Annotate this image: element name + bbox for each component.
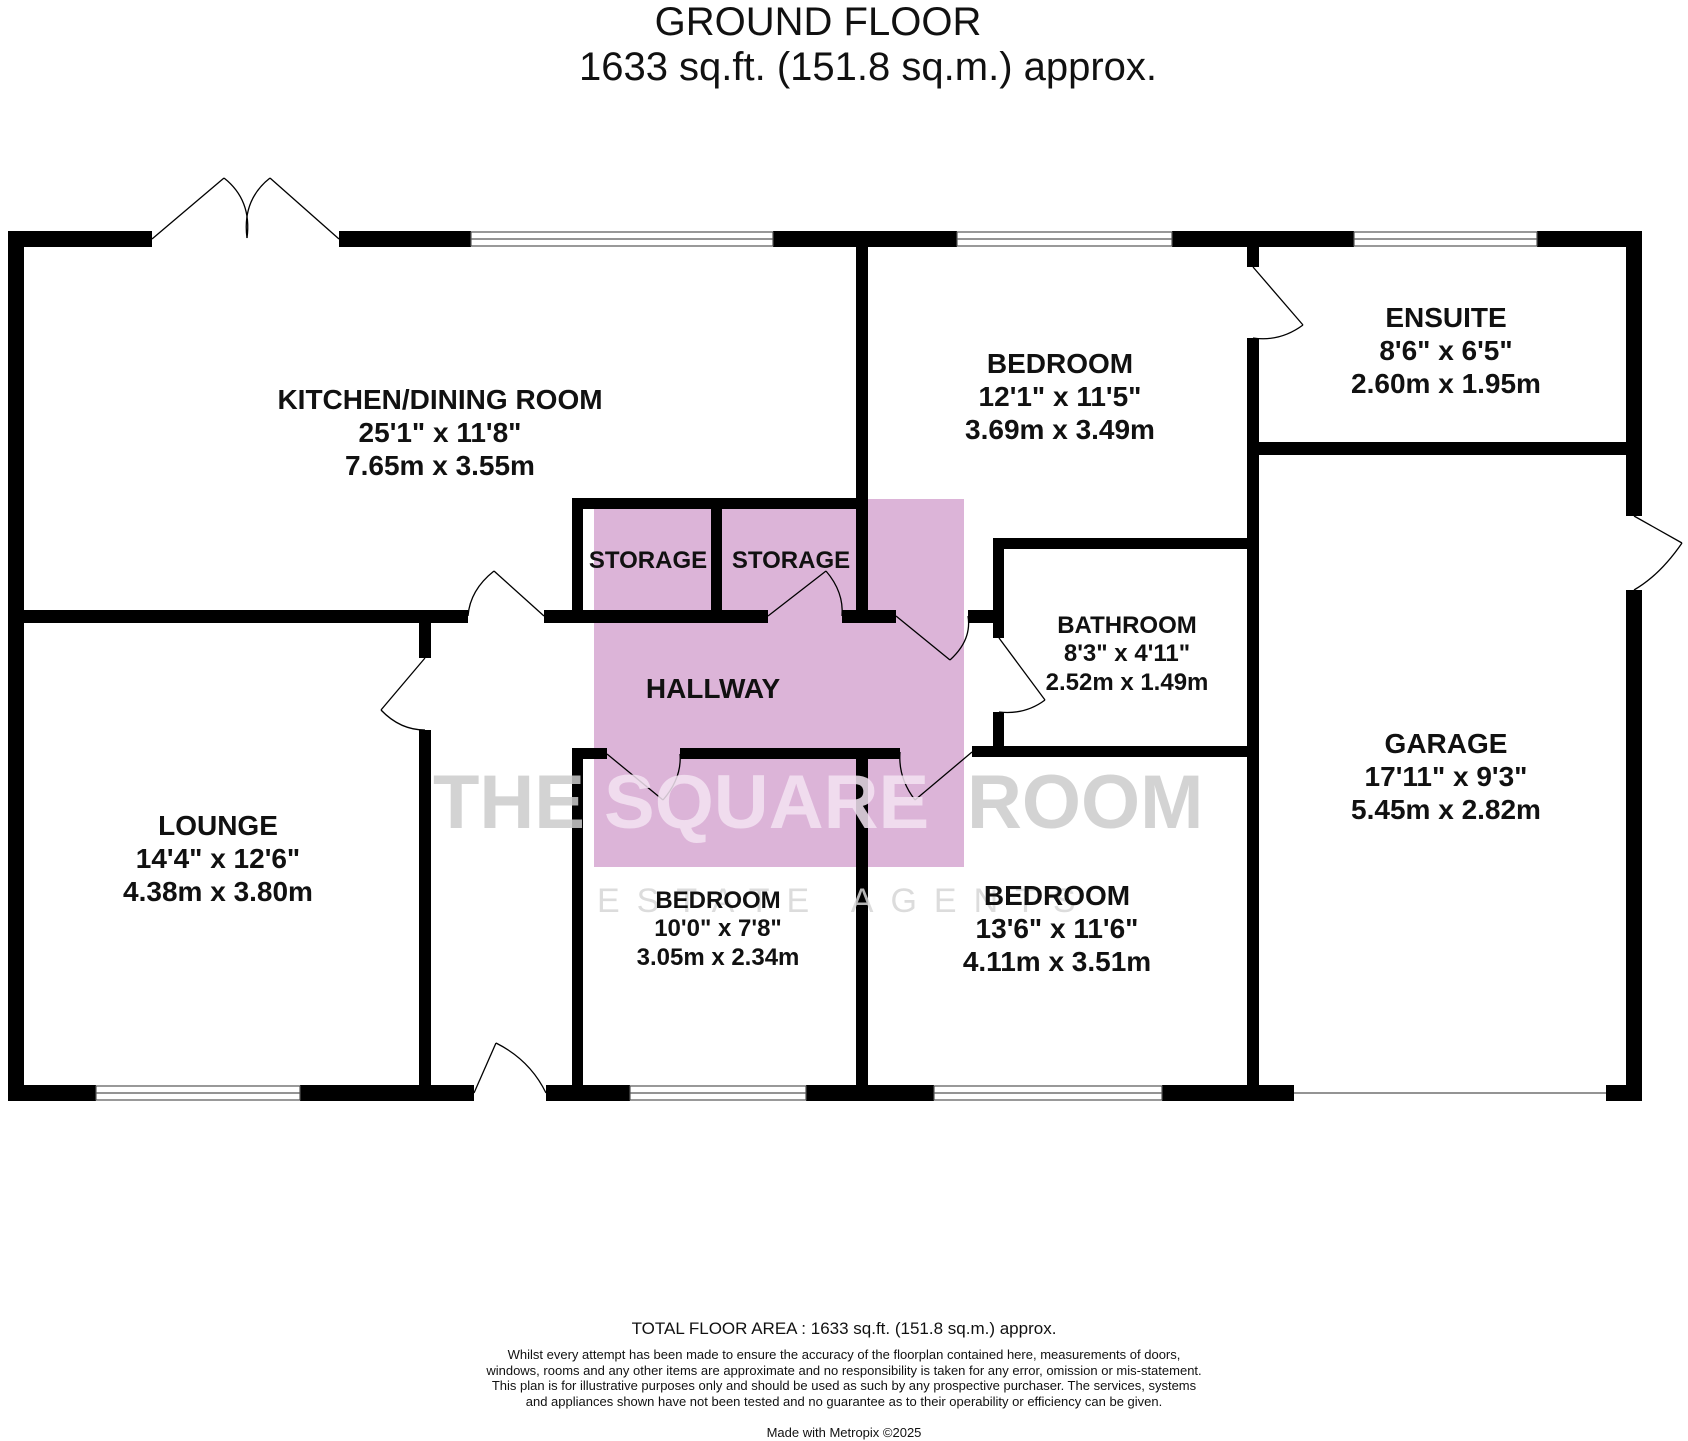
room-name: KITCHEN/DINING ROOM: [277, 384, 603, 415]
room-name: BEDROOM: [986, 348, 1134, 379]
total-floor-area: TOTAL FLOOR AREA : 1633 sq.ft. (151.8 sq…: [631, 1319, 1057, 1338]
made-with-credit: Made with Metropix ©2025: [766, 1425, 922, 1440]
room-name: GARAGE: [1384, 728, 1508, 759]
room-imperial: 25'1" x 11'8": [358, 417, 522, 449]
room-label-hallway: HALLWAY: [646, 672, 780, 705]
windows: [95, 231, 1606, 1101]
room-imperial: 14'4" x 12'6": [135, 843, 301, 875]
walls: [8, 231, 1642, 1101]
room-label-kitchen: KITCHEN/DINING ROOM 25'1" x 11'8" 7.65m …: [277, 383, 602, 482]
watermark-block: [594, 499, 964, 867]
room-name: BATHROOM: [1057, 612, 1197, 639]
room-label-bedroom-top: BEDROOM 12'1" x 11'5" 3.69m x 3.49m: [965, 347, 1155, 446]
room-name: STORAGE: [588, 547, 708, 574]
watermark-square: SQUARE: [604, 760, 929, 845]
room-metric: 4.38m x 3.80m: [123, 876, 313, 908]
room-name: ENSUITE: [1385, 302, 1507, 333]
room-name: HALLWAY: [645, 673, 781, 704]
room-metric: 2.60m x 1.95m: [1351, 368, 1541, 400]
room-label-garage: GARAGE 17'11" x 9'3" 5.45m x 2.82m: [1351, 727, 1541, 826]
disclaimer: Whilst every attempt has been made to en…: [486, 1347, 1202, 1409]
room-metric: 3.05m x 2.34m: [636, 943, 800, 971]
room-imperial: 10'0" x 7'8": [654, 915, 782, 943]
room-label-storage-1: STORAGE: [589, 547, 707, 575]
room-metric: 7.65m x 3.55m: [345, 450, 535, 482]
watermark-tagline: ESTATE AGENTS: [597, 882, 1093, 920]
room-metric: 3.69m x 3.49m: [965, 414, 1155, 446]
room-imperial: 8'3" x 4'11": [1063, 640, 1191, 668]
room-label-bedroom-small: BEDROOM 10'0" x 7'8" 3.05m x 2.34m: [637, 887, 800, 972]
room-label-bedroom-bottom: BEDROOM 13'6" x 11'6" 4.11m x 3.51m: [963, 879, 1151, 978]
room-imperial: 12'1" x 11'5": [978, 381, 1142, 413]
watermark-room: ROOM: [967, 760, 1203, 845]
room-name: BEDROOM: [983, 880, 1131, 911]
room-metric: 4.11m x 3.51m: [962, 946, 1152, 978]
room-imperial: 17'11" x 9'3": [1364, 761, 1528, 793]
room-name: BEDROOM: [655, 887, 781, 914]
room-label-lounge: LOUNGE 14'4" x 12'6" 4.38m x 3.80m: [123, 809, 313, 908]
doors: [151, 177, 1683, 1094]
room-name: STORAGE: [731, 547, 851, 574]
room-imperial: 13'6" x 11'6": [975, 913, 1139, 945]
room-label-storage-2: STORAGE: [732, 547, 850, 575]
watermark: THE SQUARE ROOM ESTATE AGENTS: [433, 760, 1203, 920]
room-name: LOUNGE: [158, 810, 278, 841]
room-label-bathroom: BATHROOM 8'3" x 4'11" 2.52m x 1.49m: [1046, 612, 1209, 697]
room-imperial: 8'6" x 6'5": [1379, 335, 1513, 367]
watermark-the: THE: [433, 760, 585, 845]
room-label-ensuite: ENSUITE 8'6" x 6'5" 2.60m x 1.95m: [1351, 301, 1541, 400]
room-metric: 2.52m x 1.49m: [1045, 668, 1209, 696]
room-metric: 5.45m x 2.82m: [1351, 794, 1541, 826]
